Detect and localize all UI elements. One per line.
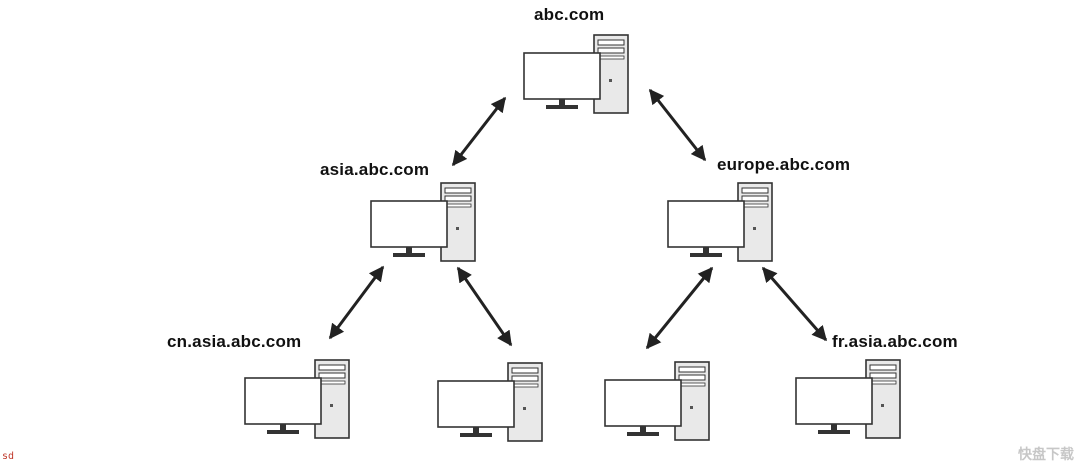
double-arrow-icon bbox=[451, 96, 507, 167]
computer-icon bbox=[795, 359, 901, 439]
label-fr-asia: fr.asia.abc.com bbox=[832, 332, 958, 351]
corner-text: sd bbox=[2, 451, 15, 462]
label-root: abc.com bbox=[534, 5, 605, 24]
label-europe: europe.abc.com bbox=[717, 155, 851, 174]
double-arrow-icon bbox=[645, 266, 714, 350]
computer-icon bbox=[523, 34, 629, 114]
computer-icon bbox=[667, 182, 773, 262]
double-arrow-icon bbox=[456, 266, 513, 347]
computer-icon bbox=[244, 359, 350, 439]
double-arrow-icon bbox=[761, 266, 828, 342]
watermark-logo: 快盘下载 bbox=[1018, 447, 1074, 463]
double-arrow-icon bbox=[328, 265, 385, 340]
computer-icon bbox=[604, 361, 710, 441]
label-cn-asia: cn.asia.abc.com bbox=[167, 332, 302, 351]
double-arrow-icon bbox=[648, 88, 707, 162]
computer-icon bbox=[437, 362, 543, 442]
label-asia: asia.abc.com bbox=[320, 160, 430, 179]
computer-icon bbox=[370, 182, 476, 262]
